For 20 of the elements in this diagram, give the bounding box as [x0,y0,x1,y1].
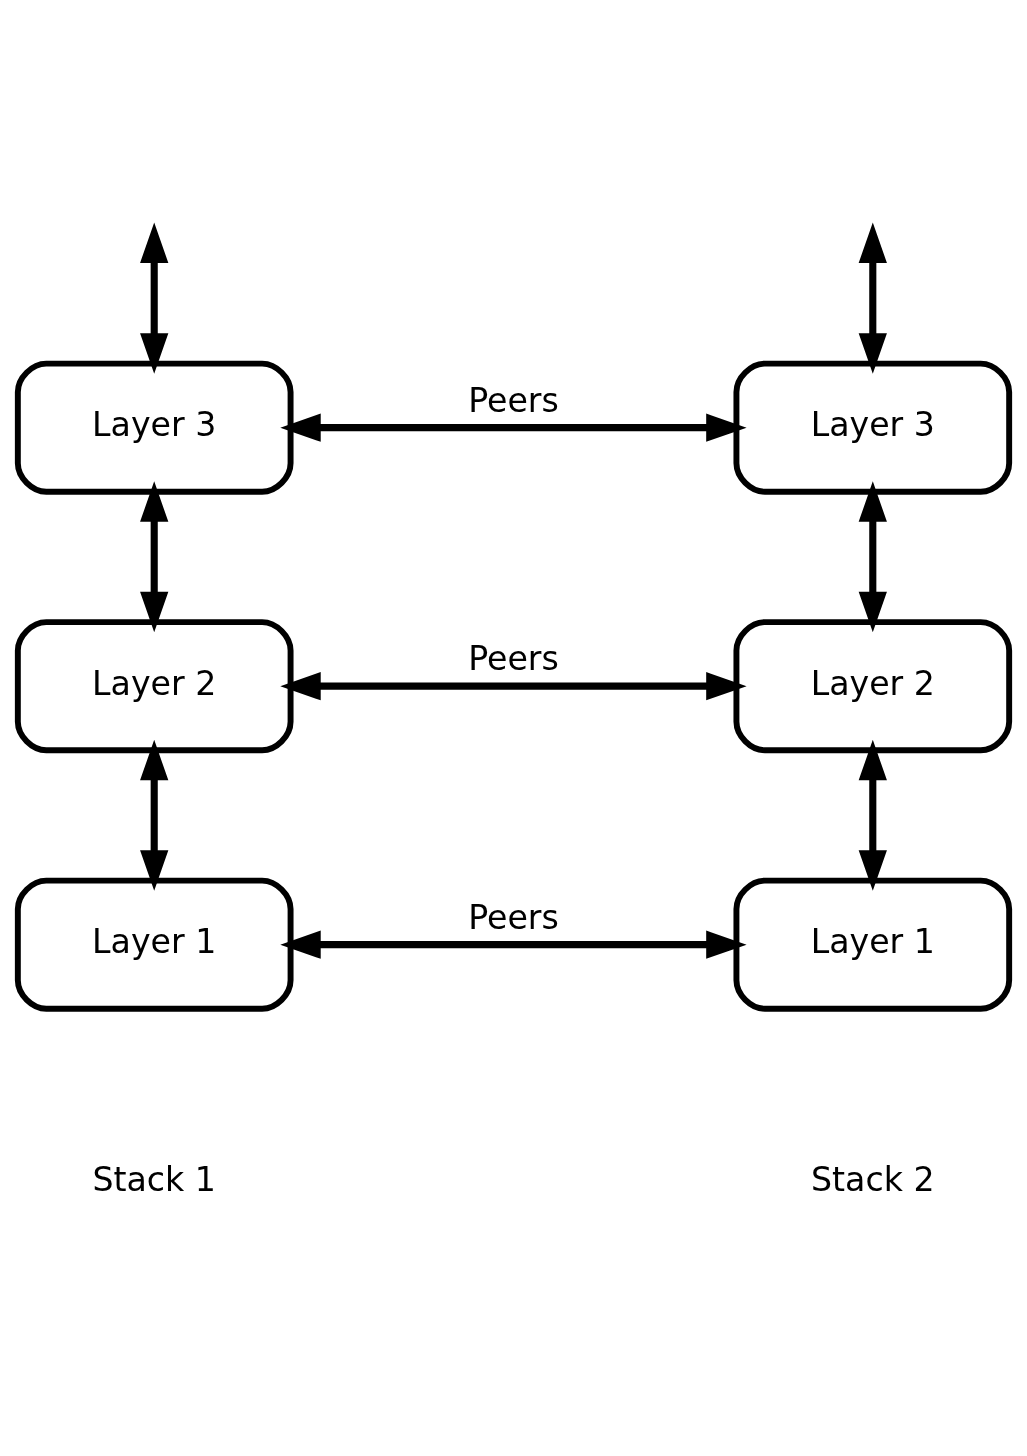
node-box: Layer 3 [733,360,1013,495]
arrow [280,930,747,959]
arrow [858,481,887,633]
node-box: Layer 2 [14,619,294,754]
edge-label: Peers [468,639,559,679]
arrow [280,413,747,442]
arrow [858,222,887,374]
node-box: Layer 1 [14,877,294,1012]
label: Stack 2 [811,1159,935,1199]
node-box: Layer 2 [733,619,1013,754]
node-box: Layer 1 [733,877,1013,1012]
node-box: Layer 3 [14,360,294,495]
arrow [858,739,887,891]
arrow [280,672,747,701]
arrow [140,739,169,891]
edge-label: Peers [468,380,559,420]
arrow [140,222,169,374]
edge-label: Peers [468,897,559,937]
label: Stack 1 [92,1159,216,1199]
arrow [140,481,169,633]
